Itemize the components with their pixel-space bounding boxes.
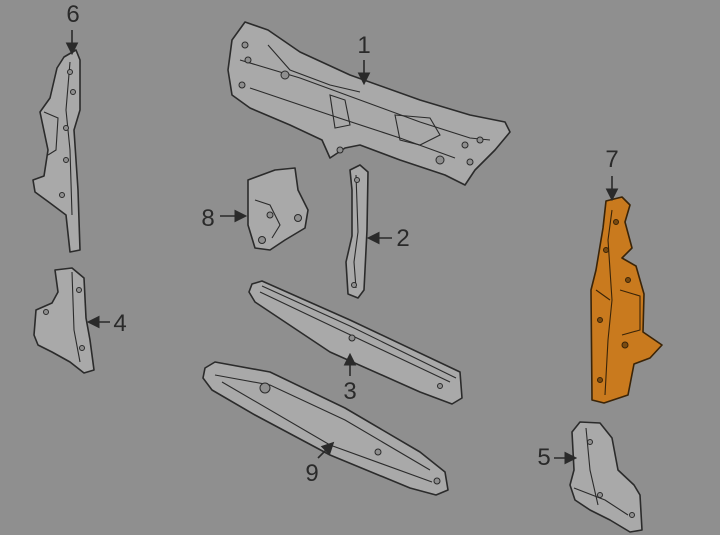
part-7-right-support-highlighted[interactable]	[590, 196, 663, 404]
callout-6: 6	[66, 1, 80, 28]
callout-4: 4	[113, 310, 127, 337]
callout-9: 9	[305, 460, 319, 487]
part-4-side-bracket[interactable]	[33, 267, 95, 374]
callout-7: 7	[605, 146, 619, 173]
callout-2: 2	[396, 225, 410, 252]
part-5-side-bracket[interactable]	[569, 421, 643, 533]
part-6-left-support[interactable]	[32, 49, 81, 253]
leader-9	[317, 441, 335, 459]
callout-5: 5	[537, 444, 551, 471]
callout-8: 8	[201, 205, 215, 232]
leader-lines	[65, 30, 619, 465]
part-3-lower-tie-bar[interactable]	[248, 280, 463, 405]
part-8-bracket[interactable]	[247, 167, 309, 251]
callout-1: 1	[357, 32, 371, 59]
part-1-upper-tie-bar[interactable]	[227, 21, 511, 186]
callout-3: 3	[343, 378, 357, 405]
part-2-vertical-brace[interactable]	[345, 164, 369, 299]
